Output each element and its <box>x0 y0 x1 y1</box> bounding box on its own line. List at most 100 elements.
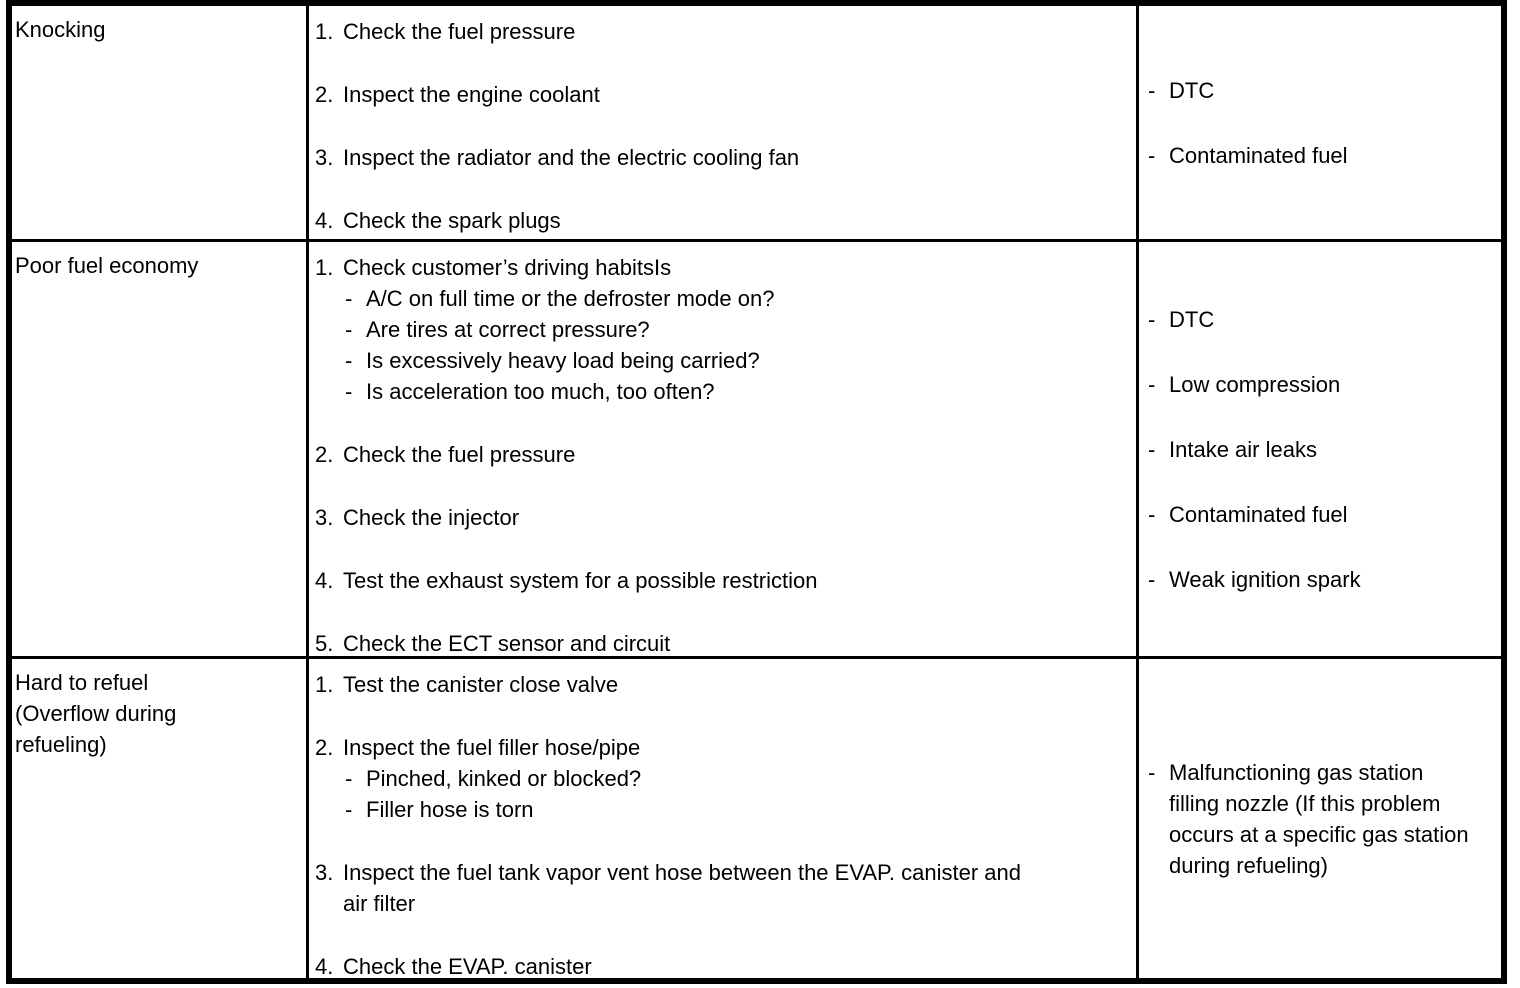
step-body: Inspect the engine coolant <box>343 79 1128 110</box>
cause-body: Intake air leaks <box>1169 434 1499 465</box>
step-text: Test the canister close valve <box>343 672 619 697</box>
cause-text: Contaminated fuel <box>1169 142 1348 168</box>
sub-item-body: Are tires at correct pressure? <box>366 314 1128 345</box>
cause-text: filling nozzle (If this problem <box>1169 790 1441 816</box>
dash-marker: - <box>1148 142 1156 168</box>
step-body: Check the fuel pressure <box>343 16 1128 47</box>
cause-text: during refueling) <box>1169 852 1328 878</box>
step-text: Inspect the fuel tank vapor vent hose be… <box>343 860 1021 885</box>
cause-text: Low compression <box>1169 371 1341 397</box>
dash-marker: - <box>1148 306 1156 332</box>
cause-item: -Malfunctioning gas station filling nozzl… <box>1148 757 1499 881</box>
cause-text: occurs at a specific gas station <box>1169 821 1469 847</box>
dash-marker: - <box>1148 566 1156 592</box>
sub-item-text: Pinched, kinked or blocked? <box>366 766 642 791</box>
step-text: Check the EVAP. canister <box>343 954 592 978</box>
symptom-cell: Poor fuel economy <box>12 242 309 659</box>
symptom-cell: Knocking <box>12 6 309 242</box>
cause-item: -Contaminated fuel <box>1148 140 1499 171</box>
step-sub-item: -Are tires at correct pressure? <box>343 314 1128 345</box>
inspection-step: 1.Check the fuel pressure <box>315 16 1128 47</box>
step-number: 4. <box>315 208 334 233</box>
step-sub-item: -Is acceleration too much, too often? <box>343 376 1128 407</box>
step-number: 4. <box>315 568 334 593</box>
symptom-text: Hard to refuel <box>15 670 149 695</box>
cause-text: DTC <box>1169 77 1215 103</box>
step-text: Inspect the radiator and the electric co… <box>343 145 800 170</box>
inspection-step: 2. Inspect the engine coolant <box>315 79 1128 110</box>
inspection-step: 4.Check the EVAP. canister <box>315 951 1128 978</box>
inspection-step: 4. Check the spark plugs <box>315 205 1128 236</box>
step-body: Check the injector <box>343 502 1128 533</box>
step-number: 2. <box>315 442 334 467</box>
inspection-step: 1. Check customer’s driving habitsIs-A/C … <box>315 252 1128 407</box>
cause-item: -Low compression <box>1148 369 1499 400</box>
cause-body: DTC <box>1169 75 1499 106</box>
step-body: Test the canister close valve <box>343 669 1128 700</box>
dash-marker: - <box>345 797 353 822</box>
cause-body: Malfunctioning gas station filling nozzle… <box>1169 757 1499 881</box>
cause-text: Weak ignition spark <box>1169 566 1361 592</box>
cause-body: Low compression <box>1169 369 1499 400</box>
step-body: Check the ECT sensor and circuit <box>343 628 1128 656</box>
inspection-step: 2. Check the fuel pressure <box>315 439 1128 470</box>
inspection-step: 2. Inspect the fuel filler hose/pipe -Pinc… <box>315 732 1128 825</box>
sub-item-text: Are tires at correct pressure? <box>366 317 650 342</box>
symptom-text: Knocking <box>15 17 106 42</box>
step-text: air filter <box>343 891 416 916</box>
step-text: Check the fuel pressure <box>343 19 576 44</box>
step-number: 2. <box>315 82 334 107</box>
cause-item: -Weak ignition spark <box>1148 564 1499 595</box>
step-text: Inspect the fuel filler hose/pipe <box>343 735 641 760</box>
inspection-step: 1. Test the canister close valve <box>315 669 1128 700</box>
step-sub-item: -Is excessively heavy load being carried… <box>343 345 1128 376</box>
dash-marker: - <box>345 286 353 311</box>
cause-body: DTC <box>1169 304 1499 335</box>
cause-item: -Contaminated fuel <box>1148 499 1499 530</box>
dash-marker: - <box>345 766 353 791</box>
step-body: Check customer’s driving habitsIs-A/C on… <box>343 252 1128 407</box>
inspection-step: 5. Check the ECT sensor and circuit <box>315 628 1128 656</box>
step-body: Check the fuel pressure <box>343 439 1128 470</box>
cause-text: Malfunctioning gas station <box>1169 759 1424 785</box>
sub-item-text: A/C on full time or the defroster mode o… <box>366 286 775 311</box>
step-body: Check the spark plugs <box>343 205 1128 236</box>
step-text: Test the exhaust system for a possible r… <box>343 568 818 593</box>
sub-item-text: Is acceleration too much, too often? <box>366 379 715 404</box>
inspection-step: 4. Test the exhaust system for a possible… <box>315 565 1128 596</box>
cause-body: Weak ignition spark <box>1169 564 1499 595</box>
cause-item: -Intake air leaks <box>1148 434 1499 465</box>
cause-body: Contaminated fuel <box>1169 499 1499 530</box>
step-sub-item: -A/C on full time or the defroster mode … <box>343 283 1128 314</box>
inspection-steps-cell: 1. Test the canister close valve 2. Inspect… <box>309 659 1139 978</box>
step-number: 3. <box>315 860 334 885</box>
symptom-text: (Overflow during <box>15 701 177 726</box>
cause-text: DTC <box>1169 306 1215 332</box>
step-number: 5. <box>315 631 334 656</box>
step-body: Inspect the fuel tank vapor vent hose be… <box>343 857 1128 919</box>
inspection-steps-cell: 1.Check the fuel pressure 2. Inspect the e… <box>309 6 1139 242</box>
symptom-text: Poor fuel economy <box>15 253 199 278</box>
dash-marker: - <box>1148 371 1156 397</box>
inspection-step: 3. Check the injector <box>315 502 1128 533</box>
step-number: 1. <box>315 255 334 280</box>
dash-marker: - <box>345 317 353 342</box>
sub-item-body: Filler hose is torn <box>366 794 1128 825</box>
sub-item-body: A/C on full time or the defroster mode o… <box>366 283 1128 314</box>
step-text: Check the spark plugs <box>343 208 561 233</box>
dash-marker: - <box>1148 759 1156 785</box>
step-body: Check the EVAP. canister <box>343 951 1128 978</box>
cause-item: -DTC <box>1148 304 1499 335</box>
step-number: 3. <box>315 505 334 530</box>
sub-item-text: Is excessively heavy load being carried? <box>366 348 760 373</box>
sub-item-text: Filler hose is torn <box>366 797 534 822</box>
step-number: 3. <box>315 145 334 170</box>
step-body: Inspect the radiator and the electric co… <box>343 142 1128 173</box>
step-number: 1. <box>315 672 334 697</box>
step-text: Inspect the engine coolant <box>343 82 600 107</box>
possible-causes-cell: -DTC-Low compression-Intake air leaks-Co… <box>1139 242 1501 659</box>
step-number: 2. <box>315 735 334 760</box>
dash-marker: - <box>1148 77 1156 103</box>
cause-item: -DTC <box>1148 75 1499 106</box>
